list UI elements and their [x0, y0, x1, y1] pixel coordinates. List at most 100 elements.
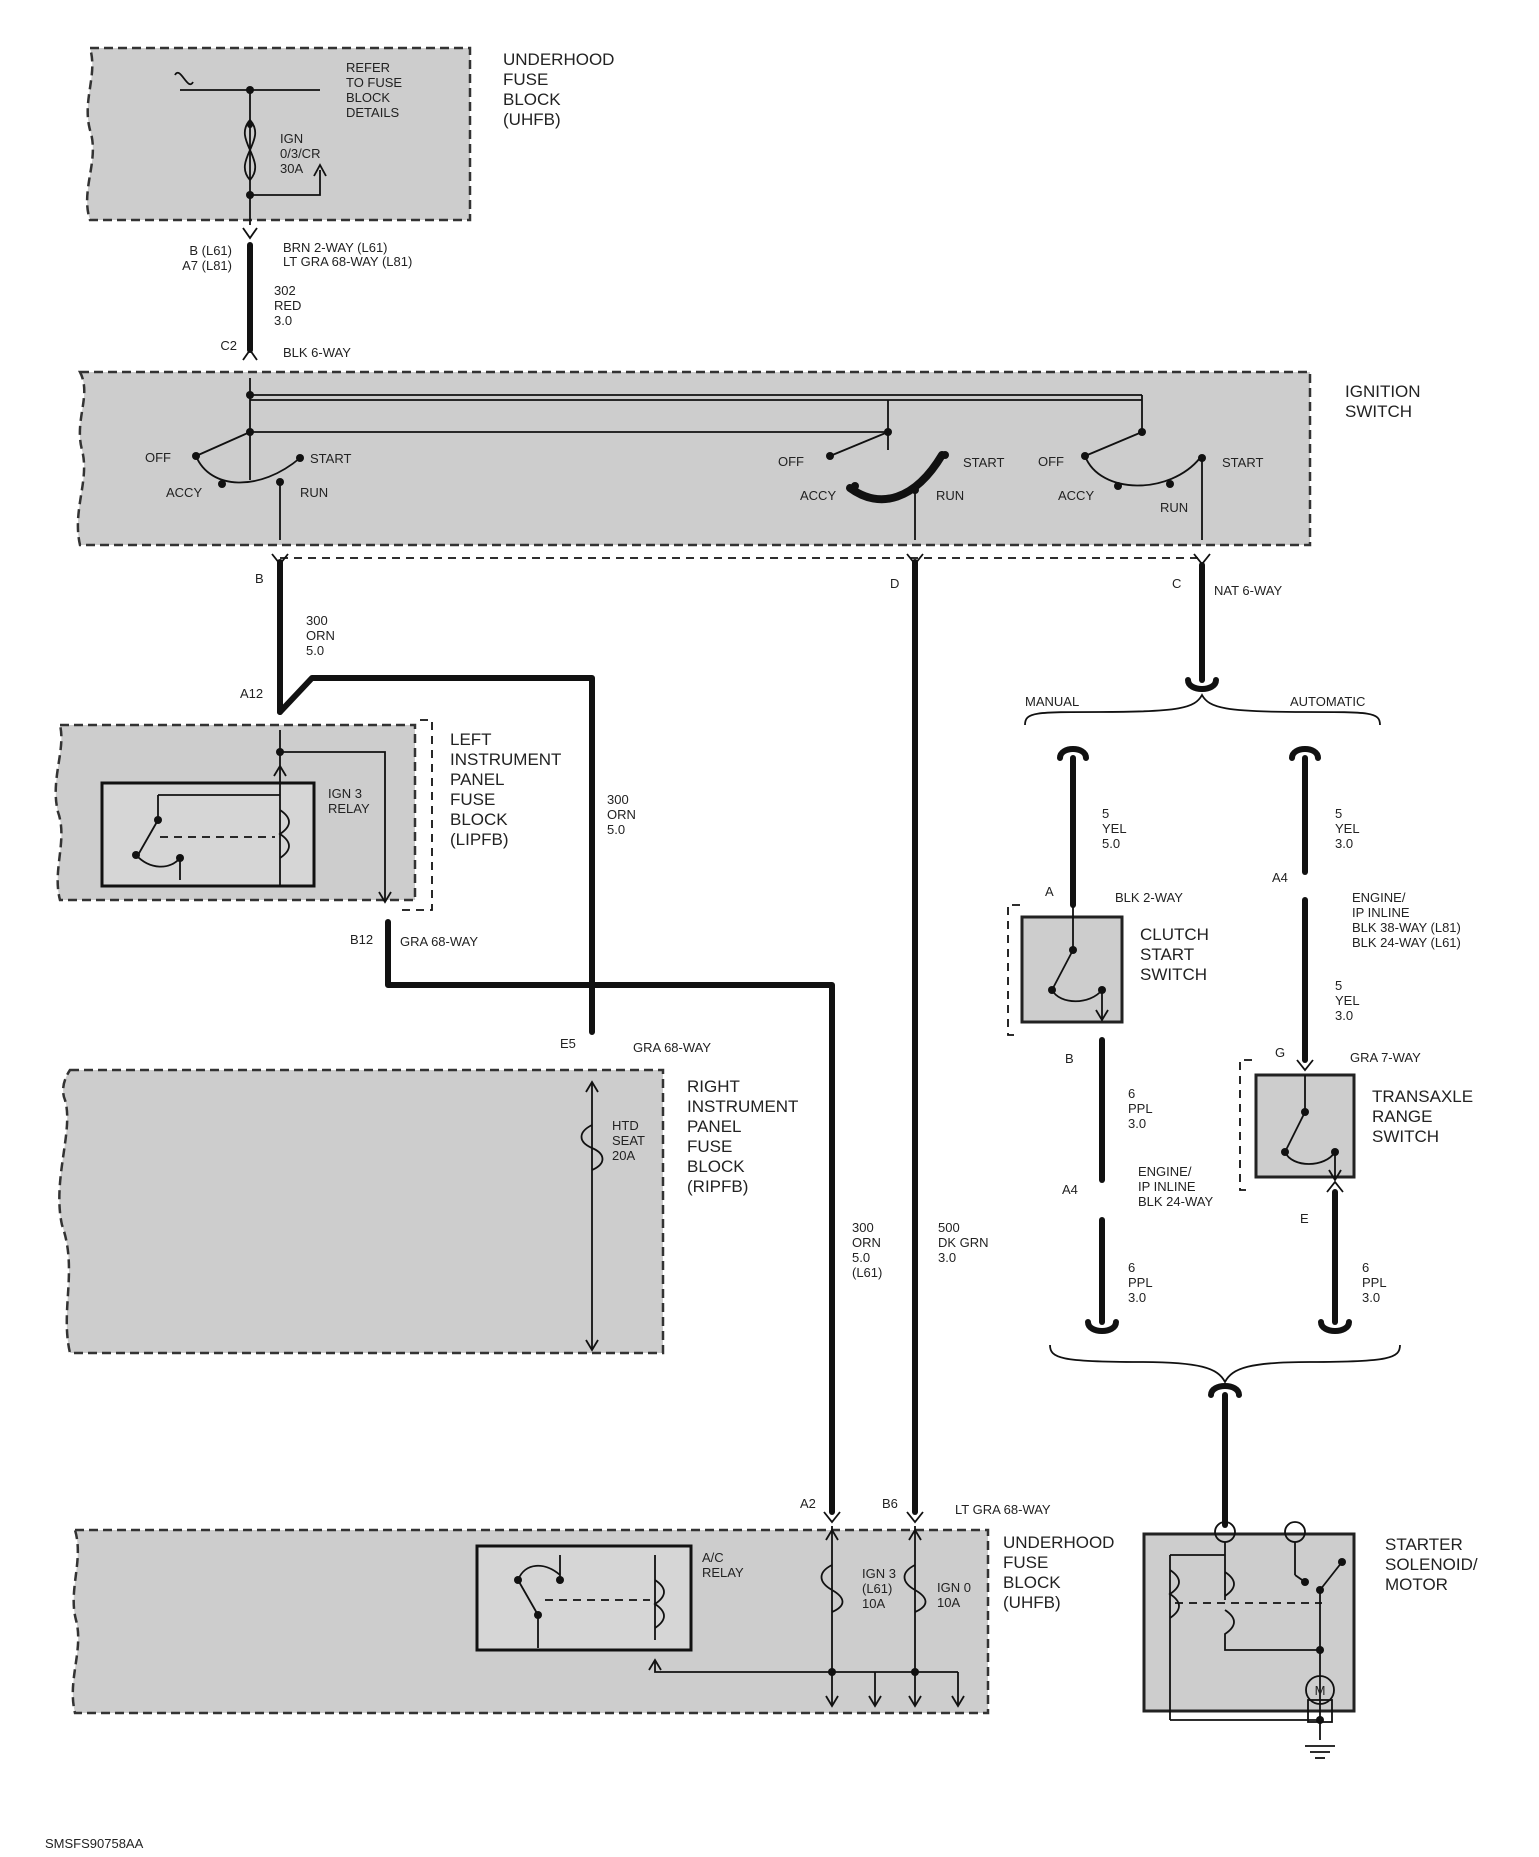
sw2-off: OFF — [778, 454, 804, 469]
conn-e — [1326, 1180, 1344, 1193]
pin-c2: C2 — [220, 338, 237, 353]
wire-300-orn-jumper — [277, 675, 595, 1035]
ignition-switch-box — [76, 370, 1312, 547]
pin-b: B — [255, 571, 264, 586]
pin-d: D — [890, 576, 899, 591]
pin-b-l61: B (L61) — [189, 243, 232, 258]
sw2-start: START — [963, 455, 1004, 470]
sw1-accy: ACCY — [166, 485, 202, 500]
pin-a4-auto: A4 — [1272, 870, 1288, 885]
diagram-code: SMSFS90758AA — [45, 1836, 144, 1851]
pin-e5: E5 — [560, 1036, 576, 1051]
conn-blk-6way: BLK 6-WAY — [283, 345, 351, 360]
conn-gra-7way: GRA 7-WAY — [1350, 1050, 1421, 1065]
label-automatic: AUTOMATIC — [1290, 694, 1365, 709]
pin-b-clutch: B — [1065, 1051, 1074, 1066]
pin-b12: B12 — [350, 932, 373, 947]
ripfb-box — [58, 1068, 665, 1355]
motor-symbol-box — [1307, 1699, 1333, 1723]
pin-b6: B6 — [882, 1496, 898, 1511]
lipfb-bracket — [400, 719, 433, 911]
conn-lt-gra-68way-l81: LT GRA 68-WAY (L81) — [283, 254, 412, 269]
ign3-fuse-label: IGN 3(L61)10A — [862, 1566, 896, 1611]
label-manual: MANUAL — [1025, 694, 1079, 709]
transaxle-switch-bracket — [1239, 1059, 1252, 1191]
sw2-run: RUN — [936, 488, 964, 503]
ac-relay-box — [475, 1544, 693, 1652]
sw3-start: START — [1222, 455, 1263, 470]
hook-manual-top — [1057, 746, 1089, 761]
conn-c2 — [242, 348, 258, 361]
sw2-accy: ACCY — [800, 488, 836, 503]
sw3-run: RUN — [1160, 500, 1188, 515]
sw3-accy: ACCY — [1058, 488, 1094, 503]
motor-label: M — [1315, 1683, 1326, 1698]
conn-gra-68way-e5: GRA 68-WAY — [633, 1040, 711, 1055]
clutch-switch-box — [1020, 915, 1124, 1024]
conn-uhfb-top — [242, 227, 258, 240]
wire-300-orn-b12 — [385, 919, 835, 1515]
sw1-run: RUN — [300, 485, 328, 500]
uhfb-top-box — [85, 46, 472, 222]
starter-box — [1142, 1532, 1356, 1713]
conn-nat-6way: NAT 6-WAY — [1214, 583, 1282, 598]
pin-a2: A2 — [800, 1496, 816, 1511]
hook-auto-top — [1289, 746, 1321, 761]
pin-g: G — [1275, 1045, 1285, 1060]
pin-a7-l81: A7 (L81) — [182, 258, 232, 273]
conn-g — [1296, 1059, 1314, 1072]
conn-lt-gra-68way-bottom: LT GRA 68-WAY — [955, 1502, 1051, 1517]
hook-auto-bottom — [1318, 1319, 1352, 1334]
brace-top — [1024, 693, 1381, 726]
hook-c — [1185, 677, 1219, 692]
conn-gra-68way-b12: GRA 68-WAY — [400, 934, 478, 949]
ign3-relay-box — [100, 781, 316, 888]
pin-a12: A12 — [240, 686, 263, 701]
sw1-start: START — [310, 451, 351, 466]
brace-bottom — [1049, 1344, 1401, 1385]
sw1-off: OFF — [145, 450, 171, 465]
conn-b6 — [906, 1511, 924, 1524]
conn-a2 — [823, 1511, 841, 1524]
sw3-off: OFF — [1038, 454, 1064, 469]
pin-c: C — [1172, 576, 1181, 591]
conn-d — [906, 553, 924, 566]
clutch-switch-bracket — [1007, 904, 1020, 1036]
conn-brn-2way: BRN 2-WAY (L61) — [283, 240, 388, 255]
pin-e: E — [1300, 1211, 1309, 1226]
pin-a4-manual: A4 — [1062, 1182, 1078, 1197]
conn-blk-2way: BLK 2-WAY — [1115, 890, 1183, 905]
hook-manual-bottom — [1085, 1319, 1119, 1334]
motor-icon — [1305, 1675, 1335, 1705]
hook-starter — [1208, 1383, 1242, 1398]
pin-a-clutch: A — [1045, 884, 1054, 899]
